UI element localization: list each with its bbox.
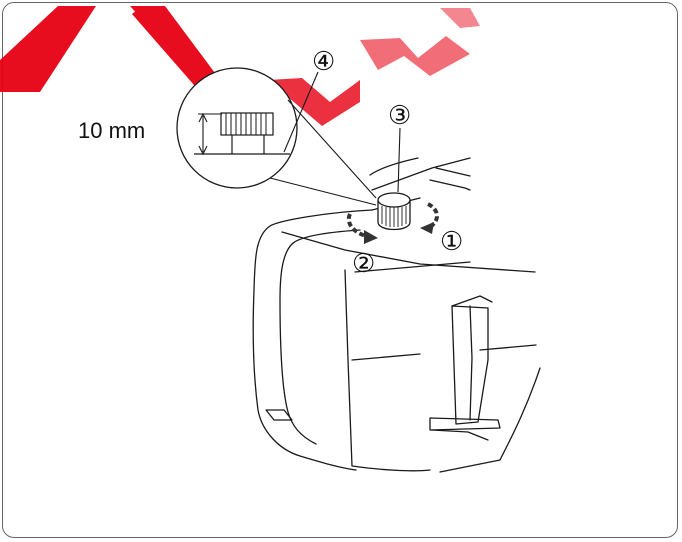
machine-front-line	[354, 261, 471, 273]
magnifier-leader-1	[269, 177, 377, 206]
machine-rail-2	[435, 167, 471, 177]
thread-guide-side	[469, 305, 473, 421]
machine-front-panel	[344, 269, 431, 472]
presser-foot	[429, 417, 501, 431]
machine-front-crease	[281, 231, 536, 273]
machine-right-curve	[439, 367, 541, 473]
machine-rail-1	[429, 179, 471, 191]
callout-1: ①	[440, 226, 463, 256]
watermark-shape-left	[0, 6, 96, 92]
knob-top	[377, 192, 411, 208]
dimension-arrow-bottom	[198, 145, 208, 156]
machine-body	[252, 157, 541, 473]
adjustment-knob	[377, 192, 411, 231]
machine-top-edge	[371, 157, 471, 191]
thread-guide-top	[451, 295, 493, 307]
machine-left-cap	[252, 209, 373, 471]
machine-foot	[265, 409, 293, 421]
inset-knob	[220, 112, 274, 154]
callout-2: ②	[352, 248, 375, 278]
magnifier-inset	[176, 67, 377, 206]
watermark-shape-w3	[440, 8, 480, 28]
machine-right-panel	[479, 344, 537, 351]
presser-foot-shank	[431, 429, 489, 441]
arrow-1-head	[420, 222, 434, 234]
machine-top-arc	[369, 157, 419, 176]
machine-panel-divider	[351, 353, 421, 361]
callout-4-leader	[283, 71, 319, 153]
machine-inner-edge	[279, 229, 361, 445]
thread-guide	[451, 305, 489, 425]
callout-3-leader	[397, 127, 401, 193]
callout-3: ③	[388, 100, 411, 130]
arrow-2-head	[364, 230, 378, 244]
watermark-shape-w2	[360, 36, 470, 76]
knob-knurling	[381, 206, 407, 227]
rotation-arrows	[346, 202, 439, 244]
callout-4: ④	[312, 46, 335, 76]
arrow-2-icon	[346, 213, 367, 238]
watermark-shape-w1	[268, 78, 360, 126]
dimension-label: 10 mm	[78, 118, 145, 143]
magnifier-leader-2	[287, 99, 377, 199]
